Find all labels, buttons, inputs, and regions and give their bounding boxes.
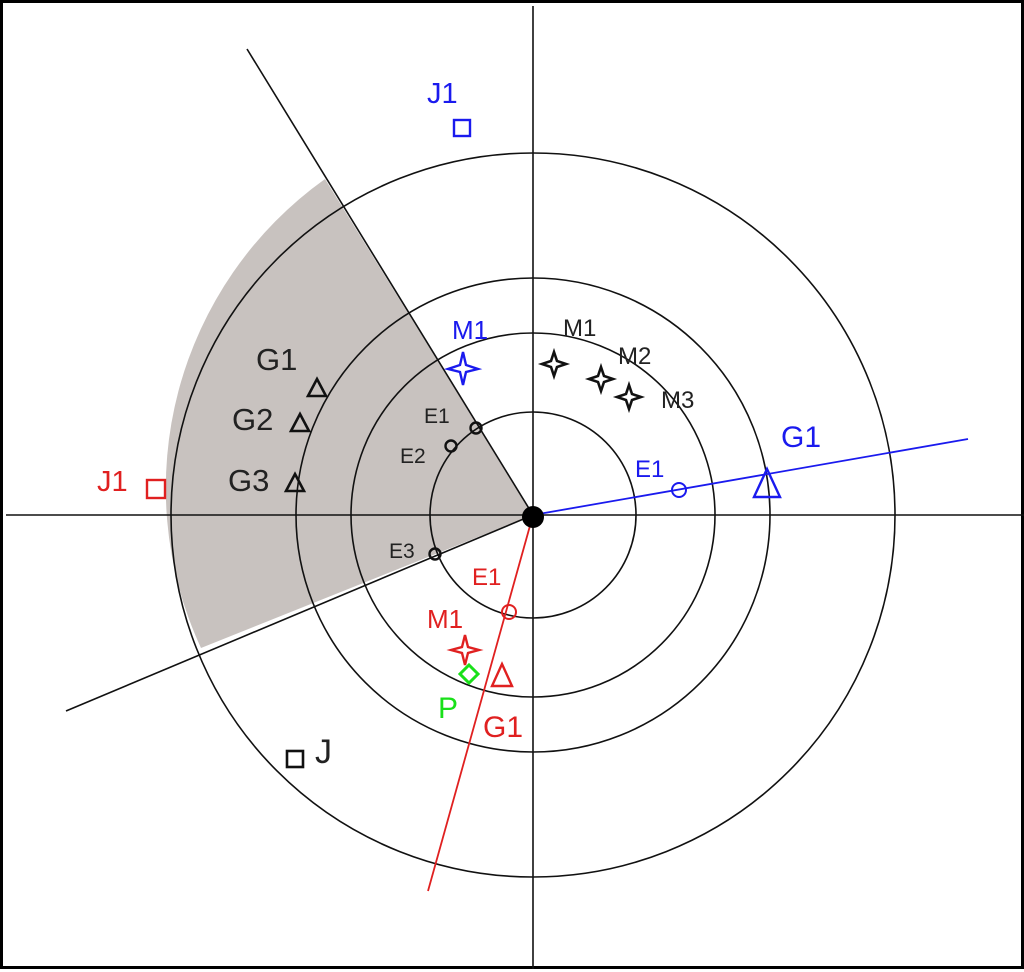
- label-e2-black: E2: [400, 445, 426, 468]
- blue-line: [532, 438, 969, 516]
- label-e3-black: E3: [389, 540, 415, 563]
- red-m1-star-marker: [446, 634, 484, 666]
- black-m3-star-marker: [612, 380, 646, 414]
- red-j1-square-marker: [145, 478, 167, 500]
- black-e2-circle-marker: [444, 439, 458, 453]
- orbit-ring-1: [429, 411, 637, 619]
- black-m2-star-marker: [584, 362, 618, 396]
- orbit-diagram: J1 M1 E1 G1 M1 M2 M3 E1 E2 E3 G1 G2 G3 J…: [6, 6, 1024, 969]
- red-line: [427, 514, 534, 892]
- orbit-ring-4: [170, 152, 896, 878]
- label-p-green: P: [438, 692, 458, 725]
- label-j-black: J: [315, 733, 332, 771]
- orbit-ring-2: [350, 332, 716, 698]
- label-g1-red: G1: [483, 711, 523, 744]
- blue-g1-triangle-marker: [752, 466, 782, 499]
- black-m1-star-marker: [537, 347, 571, 381]
- label-m1-blue: M1: [452, 315, 488, 345]
- orbit-ring-3: [295, 277, 771, 753]
- label-g3-black: G3: [228, 463, 269, 498]
- shaded-sector: [165, 179, 533, 648]
- label-g2-black: G2: [232, 402, 273, 437]
- blue-j1-square-marker: [452, 118, 472, 138]
- label-g1-blue: G1: [781, 421, 821, 454]
- label-j1-blue: J1: [427, 78, 458, 110]
- black-e3-circle-marker: [428, 547, 442, 561]
- black-j-square-marker: [285, 749, 305, 769]
- black-g1-triangle-marker: [305, 376, 329, 398]
- label-g1-black: G1: [256, 342, 297, 377]
- label-j1-red: J1: [97, 466, 128, 498]
- blue-e1-circle-marker: [671, 482, 687, 498]
- sector-line-upper: [246, 48, 534, 516]
- red-e1-circle-marker: [501, 604, 517, 620]
- central-body: [522, 506, 544, 528]
- blue-m1-star-marker: [443, 351, 483, 386]
- label-e1-black: E1: [424, 405, 450, 428]
- label-e1-blue: E1: [635, 456, 664, 483]
- label-m3-black: M3: [661, 387, 694, 414]
- label-e1-red: E1: [472, 564, 501, 591]
- black-e1-circle-marker: [469, 421, 483, 435]
- sector-line-lower: [65, 514, 534, 712]
- red-g1-triangle-marker: [490, 661, 514, 688]
- black-g2-triangle-marker: [288, 411, 312, 433]
- label-m2-black: M2: [618, 343, 651, 370]
- black-g3-triangle-marker: [283, 471, 307, 493]
- label-m1-black: M1: [563, 315, 596, 342]
- label-m1-red: M1: [427, 604, 463, 634]
- green-p-diamond-marker: [457, 662, 481, 686]
